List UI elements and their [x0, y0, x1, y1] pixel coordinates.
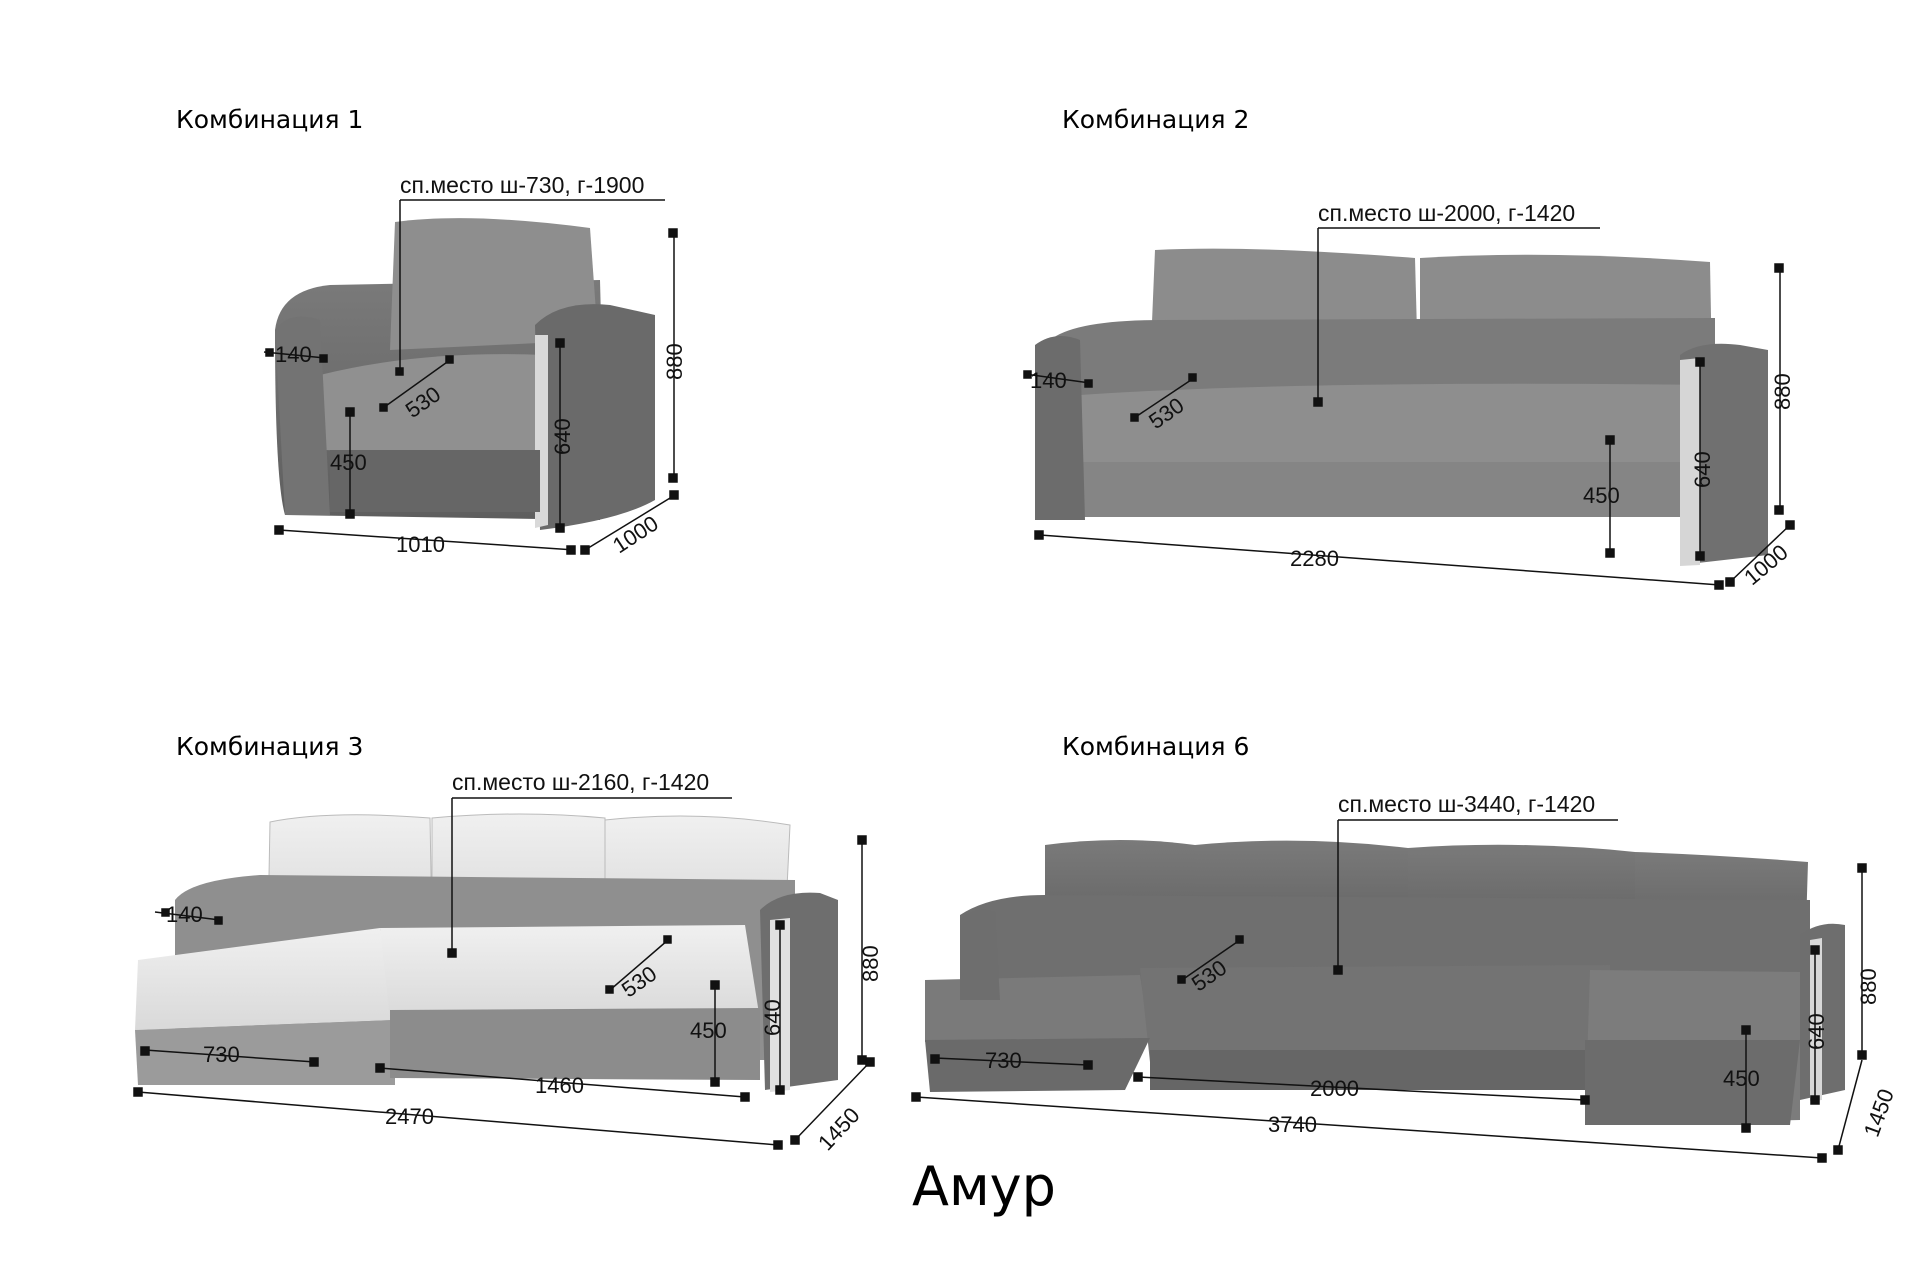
- combo-3: Комбинация 3: [133, 732, 883, 1155]
- combo-6-main-width: 2000: [1310, 1076, 1359, 1101]
- combo-2-arm-height: 640: [1690, 451, 1715, 488]
- u-sofa-illustration: [925, 840, 1845, 1125]
- combo-1-seat-height: 450: [330, 450, 367, 475]
- combo-1-depth: 1000: [608, 511, 663, 559]
- combo-1-armrest-width: 140: [275, 342, 312, 367]
- combo-2-title: Комбинация 2: [1062, 105, 1249, 134]
- combo-1-width: 1010: [396, 532, 445, 557]
- combo-1-arm-height: 640: [550, 418, 575, 455]
- combo-3-depth: 1450: [813, 1102, 865, 1155]
- combo-1-sleeping-place: сп.место ш-730, г-1900: [400, 172, 644, 198]
- combo-6-sleeping-place: сп.место ш-3440, г-1420: [1338, 791, 1595, 817]
- combo-3-chaise-width: 730: [203, 1042, 240, 1067]
- combo-3-seat-height: 450: [690, 1018, 727, 1043]
- corner-sofa-illustration: [135, 813, 838, 1092]
- combo-2-dimension-lines: [1023, 227, 1795, 590]
- combo-2: Комбинация 2: [1023, 105, 1795, 590]
- combo-3-main-width: 1460: [535, 1073, 584, 1098]
- combo-3-title: Комбинация 3: [176, 732, 363, 761]
- combo-3-dimension-lines: [133, 797, 875, 1150]
- combo-6-title: Комбинация 6: [1062, 732, 1249, 761]
- combo-6-height: 880: [1856, 968, 1881, 1005]
- combo-6-width: 3740: [1268, 1112, 1317, 1137]
- combo-6-dimension-lines: [911, 819, 1867, 1163]
- sofa-illustration: [1035, 248, 1768, 566]
- combo-2-seat-height: 450: [1583, 483, 1620, 508]
- combo-6: Комбинация 6: [911, 732, 1899, 1163]
- combo-1: Комбинация 1 сп: [176, 105, 687, 558]
- combo-2-width: 2280: [1290, 546, 1339, 571]
- armchair-illustration: [275, 218, 655, 530]
- combo-6-seat-height: 450: [1723, 1066, 1760, 1091]
- combo-6-depth: 1450: [1859, 1086, 1899, 1141]
- combo-3-armrest-width: 140: [166, 902, 203, 927]
- combo-1-dimension-lines: [263, 199, 679, 555]
- model-name: Амур: [912, 1155, 1056, 1218]
- combo-1-title: Комбинация 1: [176, 105, 363, 134]
- combo-2-armrest-width: 140: [1030, 368, 1067, 393]
- combo-1-height: 880: [662, 343, 687, 380]
- combo-2-height: 880: [1770, 373, 1795, 410]
- combo-6-arm-height: 640: [1804, 1013, 1829, 1050]
- combo-3-height: 880: [858, 945, 883, 982]
- combo-3-sleeping-place: сп.место ш-2160, г-1420: [452, 769, 709, 795]
- combo-3-arm-height: 640: [760, 999, 785, 1036]
- combo-3-width: 2470: [385, 1104, 434, 1129]
- combo-2-sleeping-place: сп.место ш-2000, г-1420: [1318, 200, 1575, 226]
- combo-6-chaise-width: 730: [985, 1048, 1022, 1073]
